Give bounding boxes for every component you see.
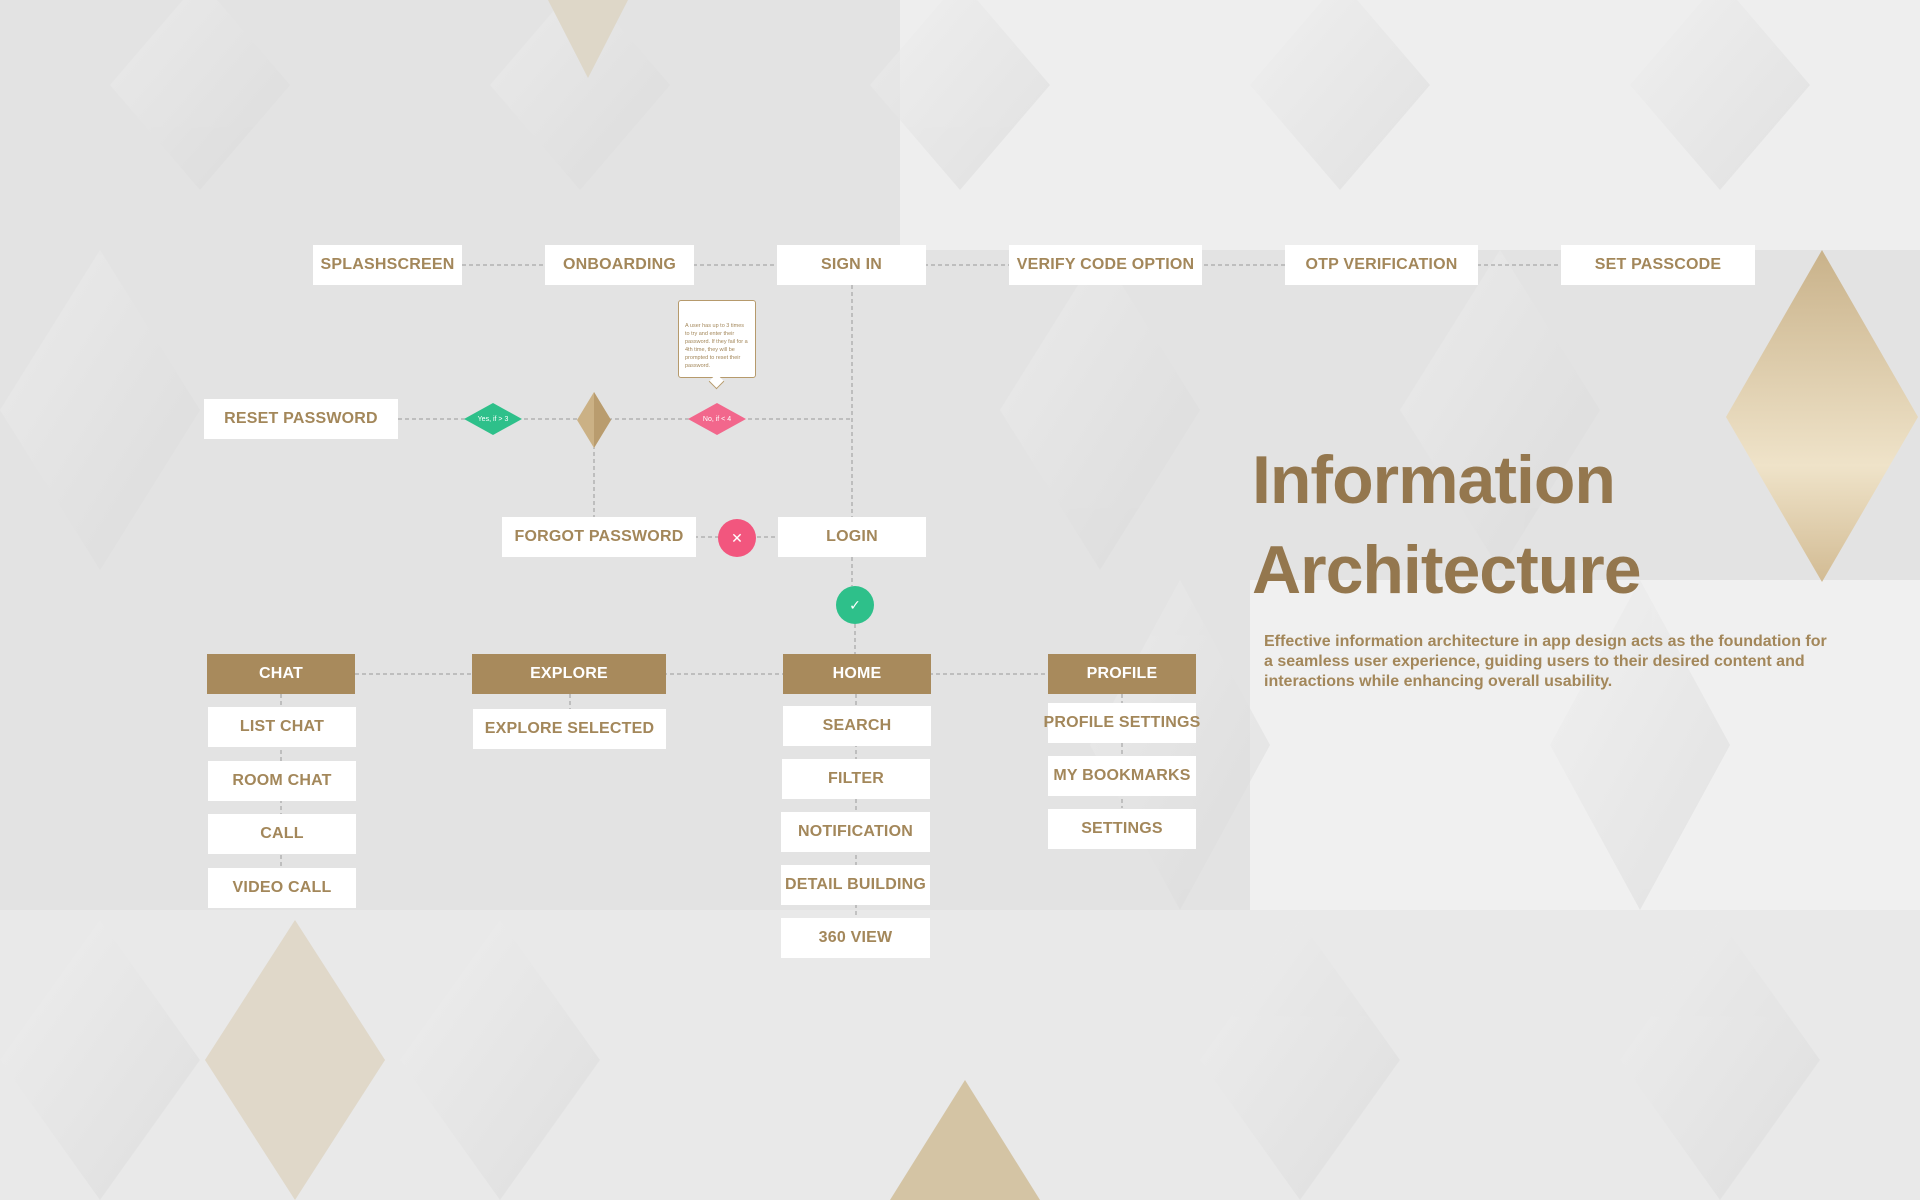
step-verify-code-option[interactable]: VERIFY CODE OPTION — [1009, 245, 1202, 285]
profile-my-bookmarks[interactable]: MY BOOKMARKS — [1048, 756, 1196, 796]
step-sign-in[interactable]: SIGN IN — [777, 245, 926, 285]
profile-app-settings[interactable]: SETTINGS — [1048, 809, 1196, 849]
home-filter[interactable]: FILTER — [782, 759, 930, 799]
home-detail-building[interactable]: DETAIL BUILDING — [781, 865, 930, 905]
decision-no: No, if < 4 — [688, 403, 746, 435]
close-icon: ✕ — [718, 519, 756, 557]
page-description: Effective information architecture in ap… — [1264, 633, 1827, 690]
step-set-passcode[interactable]: SET PASSCODE — [1561, 245, 1755, 285]
step-onboarding[interactable]: ONBOARDING — [545, 245, 694, 285]
decision-no-label: No, if < 4 — [702, 415, 732, 423]
chat-video-call[interactable]: VIDEO CALL — [208, 868, 356, 908]
step-otp-verification[interactable]: OTP VERIFICATION — [1285, 245, 1478, 285]
decision-diamond — [577, 392, 611, 448]
profile-settings[interactable]: PROFILE SETTINGS — [1044, 703, 1200, 743]
nav-home[interactable]: HOME — [783, 654, 931, 694]
home-search[interactable]: SEARCH — [783, 706, 931, 746]
reset-password-box[interactable]: RESET PASSWORD — [204, 399, 398, 439]
chat-room-chat[interactable]: ROOM CHAT — [208, 761, 356, 801]
page-title: Information Architecture — [1252, 435, 1642, 615]
forgot-password-box[interactable]: FORGOT PASSWORD — [502, 517, 696, 557]
home-360-view[interactable]: 360 VIEW — [781, 918, 930, 958]
login-box[interactable]: LOGIN — [778, 517, 926, 557]
attempts-note: A user has up to 3 times to try and ente… — [678, 300, 756, 378]
step-splashscreen[interactable]: SPLASHSCREEN — [313, 245, 462, 285]
chat-list-chat[interactable]: LIST CHAT — [208, 707, 356, 747]
nav-explore[interactable]: EXPLORE — [472, 654, 666, 694]
check-icon: ✓ — [836, 586, 874, 624]
decision-yes: Yes, if > 3 — [464, 403, 522, 435]
explore-selected[interactable]: EXPLORE SELECTED — [473, 709, 666, 749]
nav-chat[interactable]: CHAT — [207, 654, 355, 694]
page-title-line1: Information — [1252, 442, 1616, 518]
decision-yes-label: Yes, if > 3 — [477, 415, 509, 423]
page-title-line2: Architecture — [1252, 532, 1642, 608]
chat-call[interactable]: CALL — [208, 814, 356, 854]
home-notification[interactable]: NOTIFICATION — [781, 812, 930, 852]
nav-profile[interactable]: PROFILE — [1048, 654, 1196, 694]
